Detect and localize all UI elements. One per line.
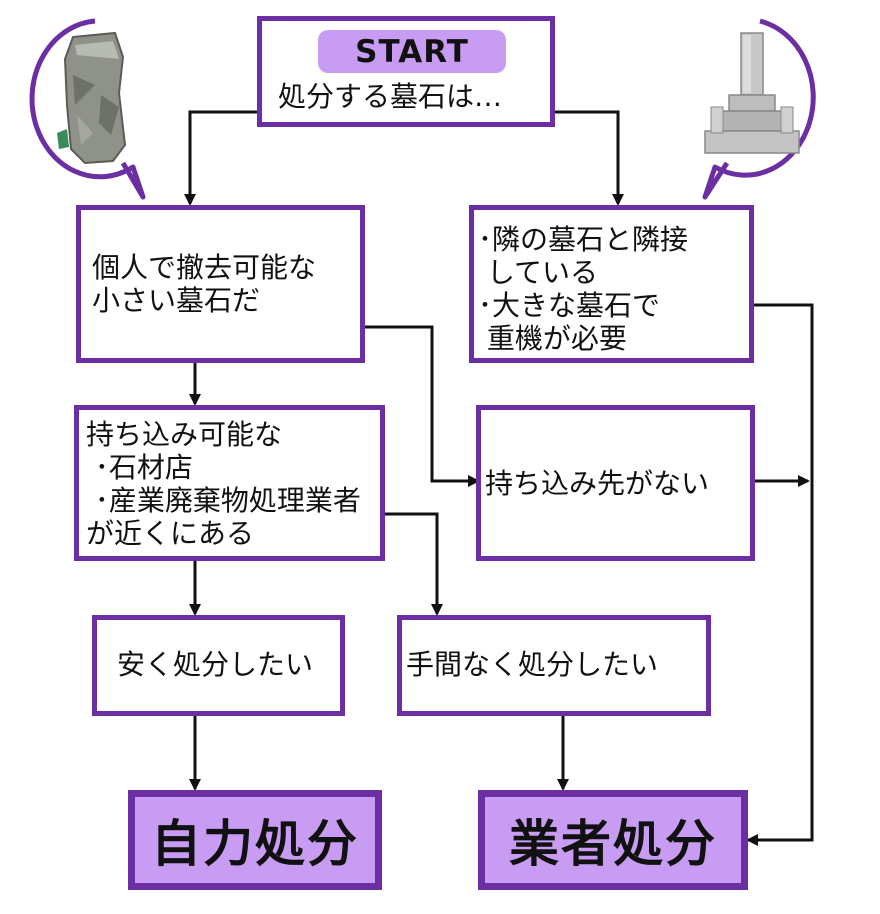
natural-gravestone-icon xyxy=(29,18,146,200)
arrow-small-to-nodest xyxy=(362,325,480,487)
arrow-start-to-large xyxy=(555,110,624,206)
cheap-box xyxy=(92,615,345,716)
contractor-disposal-box: 業者処分 xyxy=(478,790,748,890)
small-stone-text: 個人で撤去可能な 小さい墓石だ xyxy=(92,251,317,317)
hassle-free-text: 手間なく処分したい xyxy=(406,648,659,681)
small-stone-box xyxy=(76,205,365,363)
contractor-disposal-label: 業者処分 xyxy=(509,815,717,873)
arrow-large-to-final xyxy=(746,303,814,846)
cheap-text: 安く処分したい xyxy=(117,648,314,681)
self-disposal-box: 自力処分 xyxy=(128,790,382,890)
start-badge-label: START xyxy=(355,33,469,70)
no-destination-text: 持ち込み先がない xyxy=(485,467,710,500)
start-question: 処分する墓石は… xyxy=(278,80,503,113)
hassle-free-box xyxy=(397,615,711,716)
large-stone-box xyxy=(469,205,754,363)
start-badge: START xyxy=(318,30,506,73)
arrow-shops-to-hassle xyxy=(385,512,443,616)
nearby-shops-box xyxy=(74,405,385,561)
self-disposal-label: 自力処分 xyxy=(151,815,359,873)
arrow-start-to-small xyxy=(184,110,258,206)
western-gravestone-icon xyxy=(702,18,816,200)
no-destination-box xyxy=(476,405,755,561)
large-stone-text: ･隣の墓石と隣接 している ･大きな墓石で 重機が必要 xyxy=(478,223,689,355)
nearby-shops-text: 持ち込み可能な ･石材店 ･産業廃棄物処理業者 が近くにある xyxy=(86,418,361,550)
